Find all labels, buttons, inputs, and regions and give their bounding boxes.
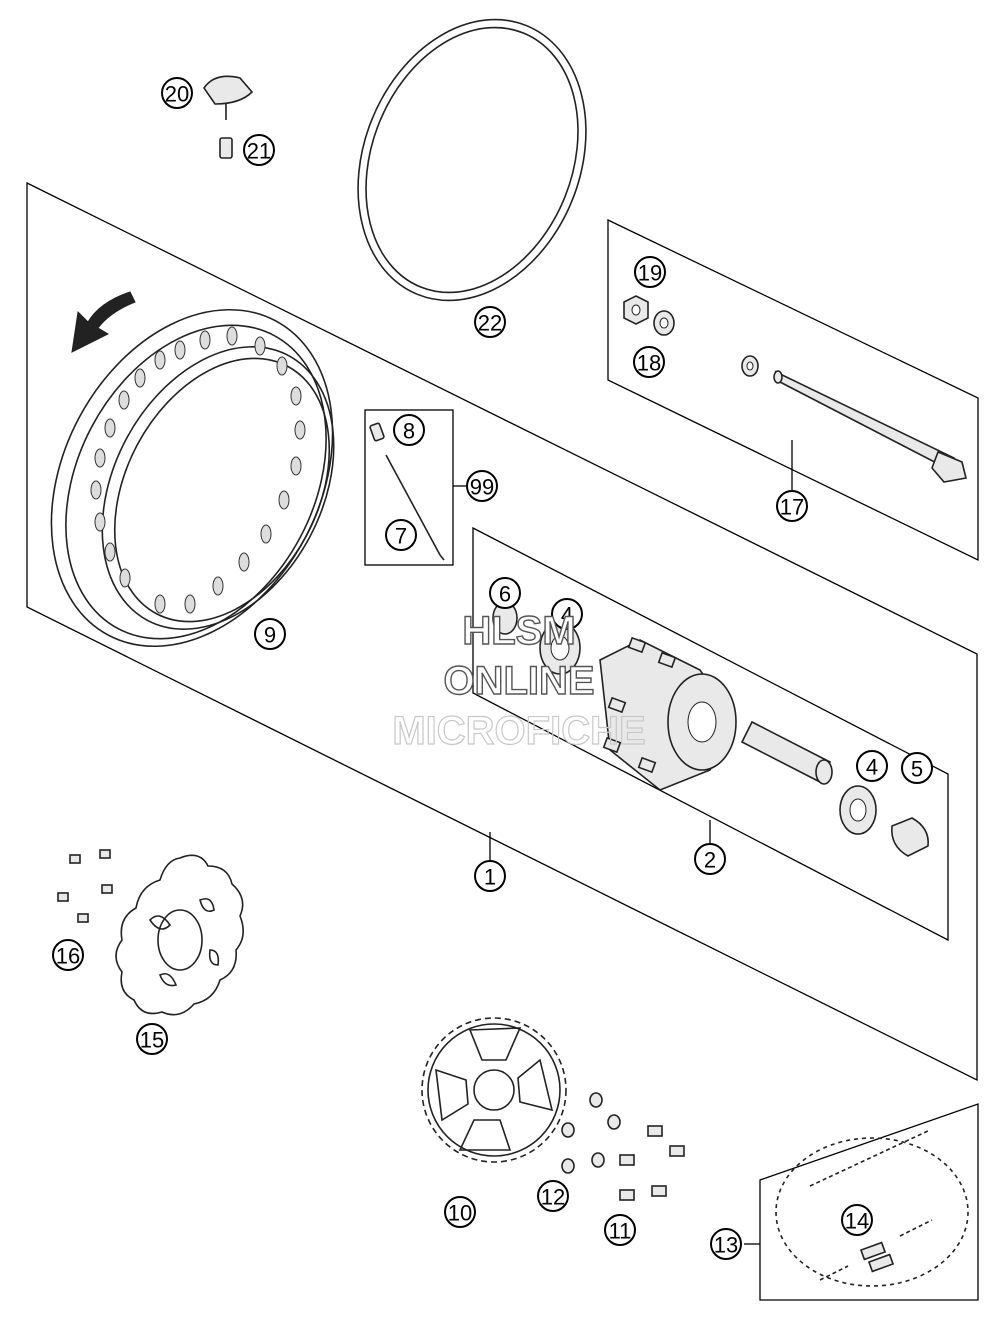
watermark: HLSM ONLINE MICROFICHE [392,608,647,753]
callout-17: 17 [776,490,808,522]
callout-15: 15 [136,1023,168,1055]
svg-text:19: 19 [638,261,662,286]
svg-text:7: 7 [395,524,407,549]
svg-text:17: 17 [780,495,804,520]
chain [775,1129,969,1287]
svg-text:9: 9 [264,623,276,648]
sprocket-screws [619,1125,685,1201]
rim-tape [357,18,587,302]
callout-99: 99 [466,470,498,502]
svg-text:8: 8 [403,419,415,444]
rim [50,308,335,648]
rim-lock [203,75,254,120]
svg-text:ONLINE: ONLINE [443,659,594,703]
axle-nut [623,295,649,325]
wheel-assembly-panel [26,181,978,1082]
callout-13: 13 [710,1228,742,1260]
axle-assembly-panel [607,218,979,562]
callout-10: 10 [444,1196,476,1228]
svg-text:11: 11 [609,1219,632,1244]
callout-9: 9 [254,618,286,650]
callout-18: 18 [633,346,665,378]
brake-disc [115,854,244,1016]
svg-text:1: 1 [484,865,496,890]
svg-text:10: 10 [448,1201,472,1226]
svg-text:15: 15 [140,1028,164,1053]
rim-lock-nut [219,137,233,159]
callout-14: 14 [841,1204,873,1236]
callout-7: 7 [385,519,417,551]
chain-panel [759,1103,979,1301]
svg-text:21: 21 [247,139,271,164]
svg-text:6: 6 [499,582,511,607]
svg-text:14: 14 [845,1209,869,1234]
svg-text:12: 12 [541,1185,565,1210]
svg-text:MICROFICHE: MICROFICHE [392,709,645,753]
brake-disc-screws [57,849,113,923]
callout-4-right: 4 [856,750,888,782]
hub [492,601,929,857]
callout-20: 20 [161,77,193,109]
callout-8: 8 [393,414,425,446]
svg-text:13: 13 [714,1233,738,1258]
callout-11: 11 [604,1214,636,1246]
svg-text:16: 16 [56,944,80,969]
svg-text:2: 2 [704,848,716,873]
callout-4-left: 4 [551,598,583,630]
svg-text:22: 22 [478,311,502,336]
svg-text:99: 99 [470,475,494,500]
callout-2: 2 [694,843,726,875]
callout-12: 12 [537,1180,569,1212]
svg-text:20: 20 [165,82,189,107]
svg-text:4: 4 [561,603,573,628]
sprocket-washers [561,1092,621,1174]
callout-21: 21 [243,134,275,166]
callout-5: 5 [901,752,933,784]
hub-assembly-panel [472,526,949,942]
chain-joint [859,1241,895,1273]
callout-16: 16 [52,939,84,971]
axle [741,355,967,483]
spoke [369,422,445,561]
spoke-box [364,409,454,566]
svg-text:18: 18 [637,351,661,376]
axle-washer [653,310,675,336]
svg-text:5: 5 [911,757,923,782]
rotation-arrow-icon [71,291,136,353]
sprocket [421,1017,567,1163]
callout-22: 22 [474,306,506,338]
svg-text:4: 4 [866,755,878,780]
callout-19: 19 [634,256,666,288]
callout-6: 6 [489,577,521,609]
callout-1: 1 [474,860,506,892]
leader-lines [453,440,793,1245]
svg-text:HLSM: HLSM [462,609,575,653]
